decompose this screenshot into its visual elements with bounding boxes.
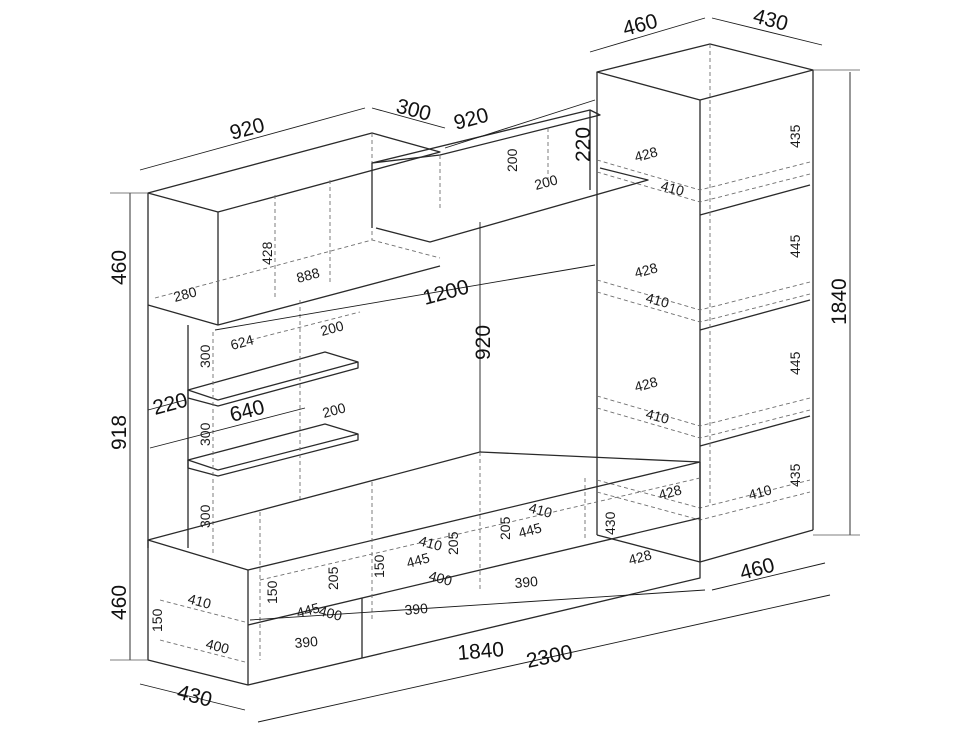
dim-bottom-1840: 1840 bbox=[456, 638, 505, 665]
dim-left-460-bottom: 460 bbox=[108, 585, 131, 620]
dim-base-430: 430 bbox=[602, 511, 618, 535]
dim-base-428: 428 bbox=[627, 546, 654, 568]
dim-base-410-a: 410 bbox=[186, 590, 213, 612]
dim-top-920: 920 bbox=[451, 104, 491, 135]
dim-base-390-a: 390 bbox=[294, 633, 319, 651]
dim-1200: 1200 bbox=[420, 276, 471, 310]
dim-top-right-430: 430 bbox=[751, 5, 791, 36]
dim-bottom-430: 430 bbox=[175, 681, 215, 712]
dim-center-920: 920 bbox=[472, 325, 495, 360]
tall-cabinet-right bbox=[596, 43, 814, 563]
dim-428-b: 428 bbox=[633, 259, 660, 281]
dim-base-410-c: 410 bbox=[527, 499, 554, 521]
dim-base-150-b: 150 bbox=[264, 580, 280, 604]
dim-200-shelf-b: 200 bbox=[321, 399, 348, 421]
dim-410-c: 410 bbox=[644, 405, 671, 427]
dim-top-left-920: 920 bbox=[227, 114, 267, 145]
dim-300-a: 300 bbox=[197, 344, 213, 368]
dim-200-h: 200 bbox=[533, 171, 560, 193]
dim-left-918: 918 bbox=[108, 415, 131, 450]
dim-435-a: 435 bbox=[787, 124, 803, 148]
dim-top-300: 300 bbox=[394, 95, 434, 126]
dim-base-400-a: 400 bbox=[204, 635, 231, 657]
upper-middle-cabinet bbox=[371, 109, 649, 243]
upper-left-cabinet bbox=[147, 132, 441, 548]
dim-base-150-c: 150 bbox=[371, 554, 387, 578]
dim-888: 888 bbox=[295, 264, 322, 286]
dim-right-1840: 1840 bbox=[828, 278, 851, 325]
dim-base-150-a: 150 bbox=[149, 608, 165, 632]
dim-280: 280 bbox=[172, 283, 199, 305]
dim-220: 220 bbox=[572, 127, 595, 162]
dim-428-c: 428 bbox=[633, 373, 660, 395]
dim-top-right-460: 460 bbox=[620, 10, 660, 41]
dim-445-a: 445 bbox=[787, 234, 803, 258]
dim-base-445-b: 445 bbox=[405, 549, 432, 571]
base-cabinet bbox=[147, 451, 701, 686]
dim-200-v: 200 bbox=[504, 148, 520, 172]
dim-300-b: 300 bbox=[197, 422, 213, 446]
dim-640: 640 bbox=[227, 396, 267, 427]
dim-base-410-b: 410 bbox=[417, 532, 444, 554]
dim-base-400-c: 400 bbox=[427, 567, 454, 589]
dim-300-c: 300 bbox=[197, 504, 213, 528]
dim-base-400-b: 400 bbox=[317, 602, 344, 624]
dim-base-390-c: 390 bbox=[514, 573, 539, 591]
dim-410-b: 410 bbox=[644, 289, 671, 311]
dim-base-445-c: 445 bbox=[517, 519, 544, 541]
dim-bottom-2300: 2300 bbox=[524, 641, 574, 673]
dim-left-220: 220 bbox=[150, 389, 190, 420]
dim-428-height: 428 bbox=[259, 241, 275, 265]
dim-base-445-a: 445 bbox=[295, 599, 322, 621]
dim-624: 624 bbox=[229, 331, 256, 353]
dim-428-d: 428 bbox=[657, 481, 684, 503]
open-shelves bbox=[187, 300, 361, 555]
dim-445-b: 445 bbox=[787, 351, 803, 375]
dim-435-b: 435 bbox=[787, 463, 803, 487]
dim-base-205-c: 205 bbox=[497, 516, 513, 540]
dim-base-205-a: 205 bbox=[325, 566, 341, 590]
dim-410-a: 410 bbox=[659, 177, 686, 199]
dim-base-205-b: 205 bbox=[445, 531, 461, 555]
dim-200-shelf-a: 200 bbox=[319, 317, 346, 339]
dim-base-390-b: 390 bbox=[404, 600, 429, 618]
dim-left-460-top: 460 bbox=[108, 250, 131, 285]
dimension-lines bbox=[110, 17, 860, 723]
dim-428-a: 428 bbox=[633, 143, 660, 165]
dim-410-d: 410 bbox=[747, 481, 774, 503]
dim-bottom-460: 460 bbox=[737, 554, 777, 585]
